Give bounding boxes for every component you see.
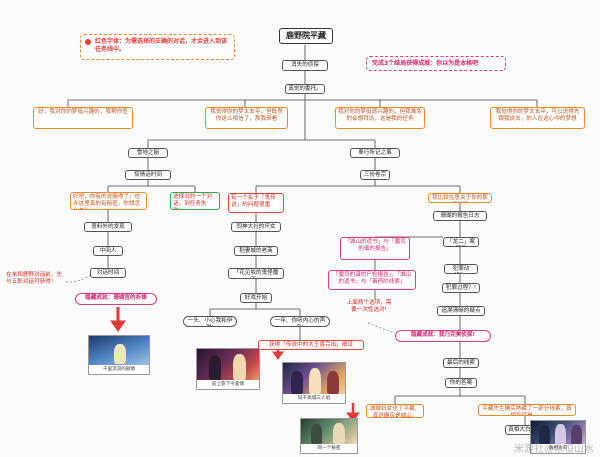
choice-3: 我对你的梦挺感兴趣的，但我难免的会想拜访，这是我的任务 (335, 107, 425, 129)
achievement-three-endings: 完成3个结局获得成就：你以为是本格吧 (366, 56, 506, 71)
screenshot-2: 前上影下今爱情 (196, 348, 260, 390)
choice-guichuanshuo: 有一个关于「鬼传说」的问题很重 (228, 193, 284, 213)
node-zhongjianren: 中间人 (93, 246, 123, 256)
screenshot-caption: 前上影下今爱情 (197, 380, 259, 389)
node-daan: 你的答案 (445, 378, 477, 388)
scene-image (301, 419, 357, 445)
reward-setting: 获得「传说中的大王喜完出」细设 (258, 340, 364, 350)
node-xiaoshi: 消失的侦探 (282, 60, 328, 71)
bullet-icon (85, 39, 91, 45)
screenshot-caption: 同一个秘密 (301, 444, 357, 453)
achievement-right: 隐藏成就：我乃完美侦探! (395, 330, 491, 342)
node-fengxing: 奉行所记之事 (350, 148, 400, 158)
choice-shengyin: 一年、你听内心的声音! (270, 316, 330, 327)
red-font-note-text: 红色字体：为需选择的正确的对话，才会进入到该任务线中。 (95, 38, 228, 53)
choice-xiaoxin: 一头、小心我和伊琳! (183, 316, 237, 327)
node-fanzuiguo: 犯罪过程？! (442, 283, 480, 293)
screenshot-3: 同千高城三人组 (282, 362, 346, 404)
mid-hint-note: 上面两个选项，需要一次性选对! (346, 300, 392, 313)
watermark: 米游社@永恒山水 (514, 444, 594, 455)
node-yiwai: 意料外的发现 (84, 222, 132, 232)
screenshot-caption: 同千高城三人组 (283, 394, 345, 403)
choice-xuedi-correct: 好吧，你有的说服得了，也许这里真的有秘密，你想怎么办？ (70, 192, 147, 210)
choice-xuedi-fail: 选择对的一个对话，到任务失败！ (170, 192, 220, 210)
achievement-three-endings-text: 完成3个结局获得成就：你以为是本格吧 (372, 60, 479, 67)
node-zhuixun: 追溯清晰的疑点 (437, 306, 485, 316)
screenshot-caption: 真相大白 (531, 444, 585, 453)
screenshot-4: 同一个秘密 (300, 418, 358, 454)
node-fanzui: 犯罪动机？! (444, 264, 478, 274)
scene-image (283, 363, 345, 395)
choice-evidence-1: 「城山的遗书」与「魔司的谱的报告」 (340, 237, 410, 260)
choice-your-report: 我比较在意关于你的那份说话 (428, 193, 492, 203)
node-haoxi: 好戏开始 (240, 293, 272, 303)
node-duihua: 对话时间 (90, 268, 126, 278)
node-baogao: 珊瑚的报告日志 (433, 211, 487, 221)
scene-image (531, 421, 585, 446)
node-tongshen: 同神大社的坏女人 (231, 222, 281, 232)
left-hint-note: 在未和鹿野对话前，先与五郎对话可获得！ (6, 272, 62, 285)
screenshot-1: 千里流浪的剧情 (88, 335, 150, 375)
screenshot-caption: 千里流浪的剧情 (89, 365, 149, 374)
node-sanfen: 三份卷宗 (360, 170, 390, 180)
achievement-left: 隐藏成就：珊瑚宫的祈祷 (75, 293, 157, 305)
node-weituo: 真觉的委托。 (285, 84, 325, 94)
scene-image (197, 349, 259, 381)
node-laoshang: 稻妻城的老商人 (234, 246, 278, 256)
node-tanqing: 惊情话时间 (125, 170, 171, 180)
choice-1: 好。我对你的梦挺兴趣的，我帮你查 (33, 107, 133, 129)
node-zuihou: 最后的线索 (443, 358, 479, 368)
choice-final-1: 城城妇女也了平藏、真这确实是城山。 (366, 404, 424, 418)
scene-image (89, 336, 149, 365)
screenshot-5: 真相大白 (530, 420, 586, 454)
choice-4: 我觉得你的梦太玄乎，可以说得先跟我说去，你人在这心中的梦想 (490, 107, 585, 129)
choice-evidence-2: 「魔司的谱的尸检报告」、「城山的遗书」与「毒药的线索」 (328, 270, 416, 290)
node-xuedi: 雪地之秘 (128, 148, 168, 158)
choice-2: 我觉得你的梦太玄乎，但既然你这么相信了，那我来看 (205, 107, 288, 129)
node-longer: 「龙二」案疑云 (443, 237, 479, 247)
choice-final-2: 平藏先生确实熟藏了一部分线索，真相到底是...... (478, 404, 576, 416)
red-font-note: 红色字体：为需选择的正确的对话，才会进入到该任务线中。 (80, 34, 235, 60)
node-huajian: 「花见坂的鬼怪魔王」 (228, 268, 284, 279)
diagram-title: 鹿野院平藏 (279, 28, 333, 44)
